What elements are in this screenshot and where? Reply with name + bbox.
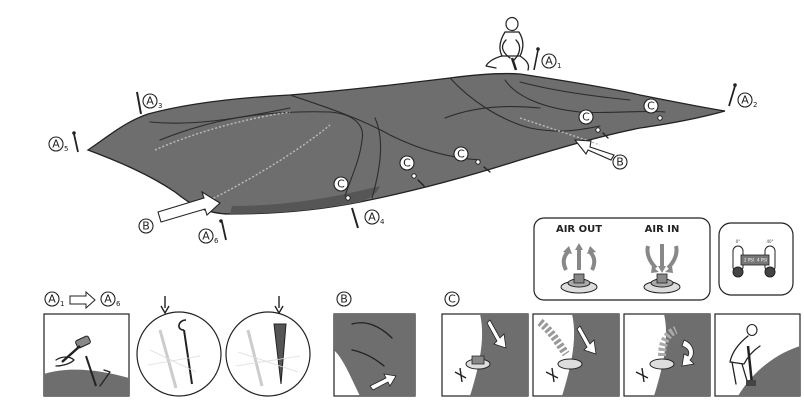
svg-text:B: B (616, 156, 624, 169)
svg-text:1: 1 (557, 62, 561, 70)
svg-text:B: B (340, 293, 348, 306)
svg-text:C: C (582, 111, 590, 124)
stake-icon (351, 207, 359, 229)
air-in-label: AIR IN (645, 224, 680, 235)
svg-text:2: 2 (753, 101, 757, 109)
air-pump-icon (537, 318, 570, 357)
svg-text:1: 1 (60, 300, 64, 308)
label-a5: A 5 (48, 136, 68, 153)
svg-text:40°: 40° (766, 239, 773, 244)
label-a2: A 2 (737, 92, 757, 109)
svg-text:6: 6 (116, 300, 121, 308)
label-c-4: C (578, 109, 594, 125)
svg-text:C: C (403, 157, 411, 170)
label-c-5: C (643, 98, 659, 114)
valve-instructions-panel: AIR OUT AIR IN (533, 217, 711, 301)
stake-icon (219, 219, 227, 241)
label-a6: A 6 (198, 228, 219, 245)
svg-text:C: C (448, 293, 456, 306)
svg-text:4: 4 (380, 218, 385, 226)
label-a4: A 4 (364, 209, 385, 226)
svg-text:5: 5 (64, 145, 68, 153)
svg-text:B: B (142, 220, 150, 233)
svg-text:A: A (368, 211, 376, 224)
pool-cover-illustration (86, 72, 726, 215)
svg-text:A: A (741, 94, 749, 107)
step-a-header: A 1 A 6 (44, 290, 121, 310)
svg-text:A: A (52, 138, 60, 151)
svg-text:C: C (337, 178, 345, 191)
svg-text:A: A (48, 293, 56, 306)
svg-text:A: A (202, 230, 210, 243)
label-b-right: B (612, 154, 628, 170)
stake-icon (136, 91, 142, 115)
svg-text:A: A (146, 95, 154, 108)
label-a1: A 1 (541, 53, 561, 70)
stake-icon (72, 131, 79, 153)
step-c-panel-3 (623, 313, 711, 397)
person-hammering-stake (485, 16, 540, 71)
valve-icon (560, 243, 598, 294)
stake-icon (728, 83, 737, 107)
svg-text:3: 3 (158, 102, 162, 110)
label-b-left: B (138, 218, 154, 234)
arrow-right-icon (69, 290, 96, 310)
svg-text:A: A (545, 55, 553, 68)
svg-text:2 PSI: 2 PSI (744, 258, 754, 263)
step-c-panel-4 (714, 313, 801, 397)
step-b-header: B (336, 291, 352, 307)
pool-cover (86, 72, 726, 215)
svg-text:4 PSI: 4 PSI (757, 258, 767, 263)
svg-text:0°: 0° (736, 239, 741, 244)
step-c-panel-2 (532, 313, 620, 397)
step-c-header: C (444, 291, 460, 307)
svg-text:C: C (647, 100, 655, 113)
mallet-icon (61, 335, 91, 363)
gauge-icon: 0° 40° 2 PSI 4 PSI (718, 222, 794, 296)
label-c-1: C (333, 176, 349, 192)
valve-icon (643, 244, 681, 294)
air-out-label: AIR OUT (556, 224, 602, 235)
step-a-mallet-panel (43, 313, 130, 397)
label-c-2: C (399, 155, 415, 171)
label-c-3: C (453, 146, 469, 162)
label-a3: A 3 (142, 93, 162, 110)
stake-type-panel-1 (136, 296, 222, 397)
step-c-panel-1 (441, 313, 529, 397)
step-b-panel (333, 313, 416, 397)
arrow-b-left (157, 190, 221, 223)
arrow-b-right (573, 139, 615, 161)
svg-text:C: C (457, 148, 465, 161)
stake-type-panel-2 (225, 296, 311, 397)
svg-text:6: 6 (214, 237, 219, 245)
svg-text:A: A (104, 293, 112, 306)
